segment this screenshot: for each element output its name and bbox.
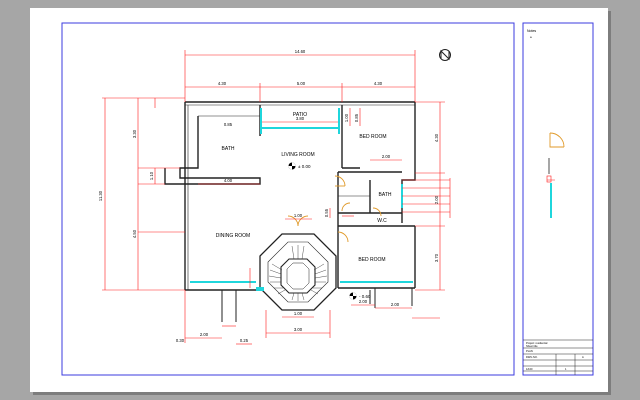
- room-bed-top: BED ROOM: [359, 134, 386, 140]
- dim-bottom-right-b: 2.00: [391, 302, 400, 307]
- room-patio: PATIO: [293, 112, 307, 118]
- drawing-sheet: 14.60 4.30 5.00 4.30 3.80 0.85 4.00 2.00…: [30, 8, 608, 392]
- room-labels: LIVING ROOM PATIO BATH BED ROOM BATH W.C…: [216, 112, 392, 263]
- dim-bath-inner: 0.85: [224, 122, 233, 127]
- level-living-text: ± 0.00: [298, 164, 311, 169]
- tb-drawn: DWG NO.: [526, 355, 538, 359]
- dim-patio-side2: 0.85: [354, 113, 359, 122]
- dimension-lines: [102, 50, 451, 345]
- level-marker-living: ± 0.00: [288, 162, 311, 170]
- tb-sheet-no: 1: [565, 367, 567, 371]
- dim-right-low: 3.70: [434, 253, 439, 262]
- level-entrance-text: - 0.60: [359, 294, 371, 299]
- svg-text:a: a: [530, 35, 532, 39]
- tb-line1: Project: residential: [526, 341, 548, 345]
- dim-top-left: 4.30: [218, 81, 227, 86]
- plan-border: [61, 22, 515, 376]
- north-arrow-icon: [439, 49, 451, 61]
- dim-bottom-left: 2.00: [200, 332, 209, 337]
- dim-wc-height: 0.55: [324, 208, 329, 217]
- tb-rev: A: [582, 355, 584, 359]
- dim-bottom-small: 0.25: [240, 338, 249, 343]
- room-wc: W.C: [377, 218, 387, 224]
- room-bath-right: BATH: [379, 192, 392, 198]
- tb-line2: Sheet title: [526, 344, 538, 348]
- room-living: LIVING ROOM: [281, 152, 314, 158]
- dim-left-2: 4.50: [132, 229, 137, 238]
- dim-top-right: 4.30: [374, 81, 383, 86]
- dim-overall-width: 14.60: [295, 49, 306, 54]
- dim-right-mid: 2.00: [434, 195, 439, 204]
- dim-patio-width: 3.80: [296, 116, 305, 121]
- title-block-header: Notes: [527, 29, 536, 33]
- dimension-labels: 14.60 4.30 5.00 4.30 3.80 0.85 4.00 2.00…: [98, 49, 439, 343]
- entry-steps: [221, 288, 413, 322]
- title-block-border: [522, 22, 594, 376]
- room-bath-left: BATH: [222, 146, 235, 152]
- room-bed-bottom: BED ROOM: [358, 257, 385, 263]
- dim-stair-bottom: 1.00: [294, 311, 303, 316]
- dim-top-mid: 5.00: [297, 81, 306, 86]
- dim-bottom-right-a: 2.00: [359, 299, 368, 304]
- tb-scale: 1/100: [526, 367, 533, 371]
- dim-right-top: 4.30: [434, 133, 439, 142]
- dim-bath-step: 4.00: [224, 178, 233, 183]
- title-block: Notes a Project: residential Sheet title…: [523, 29, 593, 375]
- dim-left-3: 1.10: [149, 171, 154, 180]
- stair-tower: [256, 233, 337, 311]
- dim-stair-base: 3.00: [294, 327, 303, 332]
- dim-left-overall: 11.30: [98, 190, 103, 201]
- floor-plan-drawing: 14.60 4.30 5.00 4.30 3.80 0.85 4.00 2.00…: [61, 22, 594, 376]
- dim-left-1: 3.30: [132, 129, 137, 138]
- dim-bath-right: 2.00: [382, 154, 391, 159]
- dim-patio-side: 1.00: [344, 113, 349, 122]
- tb-line3: PLAN: [526, 349, 533, 353]
- level-marker-entrance: - 0.60: [349, 292, 371, 300]
- dim-stair-top: 1.00: [294, 213, 303, 218]
- room-dining: DINING ROOM: [216, 233, 250, 239]
- dim-bottom-edge: 0.30: [176, 338, 185, 343]
